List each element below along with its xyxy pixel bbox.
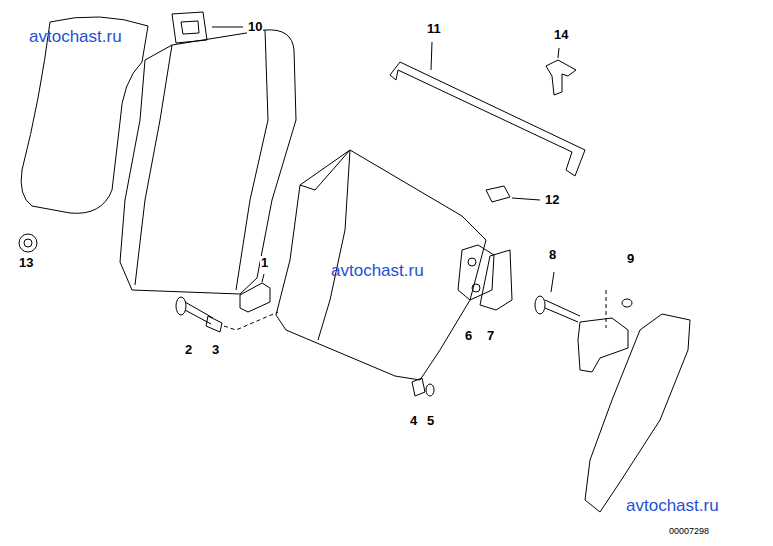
plate (480, 250, 512, 310)
callout-number: 1 (260, 256, 269, 270)
bolt-head (176, 297, 186, 315)
callout-number: 3 (211, 343, 220, 357)
leader-line (431, 42, 432, 70)
cover-part (172, 12, 207, 43)
knob (24, 239, 32, 247)
hinge-hole (472, 284, 480, 292)
pad (486, 186, 510, 202)
seam (135, 30, 268, 290)
leader-line (212, 27, 243, 28)
leader-line (512, 198, 540, 200)
bolt-shaft (545, 300, 580, 322)
callout-number: 9 (626, 252, 635, 266)
callout-number: 11 (426, 22, 442, 36)
watermark: avtochast.ru (625, 497, 720, 516)
callout-number: 5 (426, 414, 435, 428)
side-bolster (585, 314, 690, 512)
leader-line (262, 274, 264, 282)
leader-line (551, 272, 554, 292)
figure-number: 00007298 (668, 527, 710, 537)
bolt-head (535, 296, 545, 314)
trim-bar (390, 62, 585, 176)
callout-number: 12 (544, 193, 560, 207)
nut (622, 299, 632, 307)
bracket (240, 283, 270, 312)
seam (300, 150, 350, 340)
bushing (412, 378, 425, 396)
callout-number: 6 (464, 329, 473, 343)
callout-number: 7 (486, 329, 495, 343)
backrest (276, 150, 486, 380)
callout-number: 13 (18, 256, 34, 270)
hinge-hole (468, 258, 476, 266)
mount-bracket (578, 318, 628, 372)
watermark: avtochast.ru (28, 28, 123, 47)
assembly-line (224, 312, 278, 330)
knob (19, 234, 37, 252)
callout-number: 14 (553, 28, 569, 42)
side-bolster (21, 17, 148, 213)
watermark: avtochast.ru (330, 262, 425, 281)
bolt-shaft (185, 302, 213, 324)
leader-line (558, 48, 559, 58)
callout-number: 10 (247, 20, 263, 34)
callout-number: 2 (184, 343, 193, 357)
callout-number: 8 (548, 248, 557, 262)
callout-number: 4 (409, 414, 418, 428)
hinge (458, 245, 494, 300)
sleeve (206, 316, 222, 332)
clip (546, 60, 576, 95)
assembly-line (606, 290, 607, 328)
backrest (120, 30, 296, 294)
ring (426, 384, 434, 396)
